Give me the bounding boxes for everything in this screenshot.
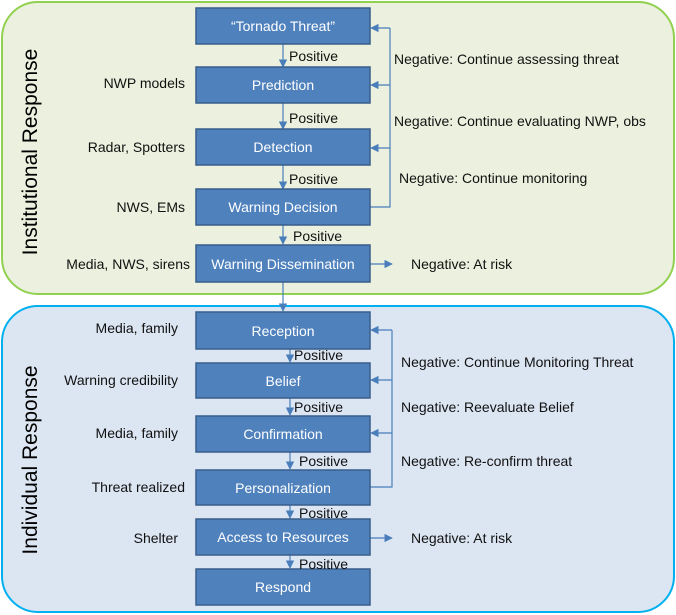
box-tornado-threat-label: “Tornado Threat” <box>231 18 335 34</box>
institutional-boxes: “Tornado Threat” Prediction Detection Wa… <box>195 7 371 283</box>
input-label: NWP models <box>104 75 185 91</box>
box-access-to-resources-label: Access to Resources <box>217 529 349 545</box>
negative-label: Negative: At risk <box>411 256 513 272</box>
input-labels: NWP models Radar, Spotters NWS, EMs Medi… <box>64 75 190 546</box>
input-label: Radar, Spotters <box>88 139 185 155</box>
negative-label: Negative: At risk <box>411 530 513 546</box>
positive-label: Positive <box>294 347 343 363</box>
institutional-title: Institutional Response <box>19 49 42 256</box>
box-access-to-resources <box>195 518 371 556</box>
negative-label: Negative: Reevaluate Belief <box>401 399 574 415</box>
individual-title: Individual Response <box>19 365 42 554</box>
box-detection <box>195 128 371 166</box>
box-belief <box>195 362 371 399</box>
box-tornado-threat <box>195 7 371 45</box>
positive-label: Positive <box>289 48 338 64</box>
box-warning-decision-label: Warning Decision <box>228 199 337 215</box>
box-personalization <box>195 469 371 506</box>
box-warning-decision <box>195 188 371 226</box>
input-label: Warning credibility <box>64 372 178 388</box>
positive-label: Positive <box>299 556 348 572</box>
input-label: Media, family <box>96 320 178 336</box>
individual-boxes: Reception Belief Confirmation Personaliz… <box>195 311 371 606</box>
box-confirmation <box>195 415 371 453</box>
input-label: Threat realized <box>92 479 185 495</box>
positive-labels: Positive Positive Positive Positive Posi… <box>289 48 348 572</box>
individual-panel <box>1 305 675 613</box>
negative-label: Negative: Continue Monitoring Threat <box>401 354 634 370</box>
positive-label: Positive <box>299 505 348 521</box>
box-prediction-label: Prediction <box>252 77 314 93</box>
box-warning-dissemination <box>195 244 371 283</box>
box-belief-label: Belief <box>265 373 300 389</box>
positive-label: Positive <box>289 171 338 187</box>
positive-label: Positive <box>293 228 342 244</box>
input-label: Media, family <box>96 425 178 441</box>
negative-label: Negative: Continue monitoring <box>399 170 587 186</box>
box-detection-label: Detection <box>253 139 312 155</box>
box-reception <box>195 311 371 350</box>
feedback-bracket <box>370 330 393 488</box>
positive-label: Positive <box>299 453 348 469</box>
box-prediction <box>195 66 371 104</box>
positive-label: Positive <box>289 110 338 126</box>
negative-label: Negative: Re-confirm threat <box>401 453 572 469</box>
input-label: Media, NWS, sirens <box>66 256 190 272</box>
box-respond <box>195 568 371 606</box>
input-label: NWS, EMs <box>117 199 185 215</box>
feedback-bracket <box>370 28 391 208</box>
negative-label: Negative: Continue evaluating NWP, obs <box>394 113 646 129</box>
box-respond-label: Respond <box>255 579 311 595</box>
box-confirmation-label: Confirmation <box>243 426 322 442</box>
box-warning-dissemination-label: Warning Dissemination <box>211 256 354 272</box>
input-label: Shelter <box>134 530 179 546</box>
negative-label: Negative: Continue assessing threat <box>394 51 619 67</box>
box-reception-label: Reception <box>251 323 314 339</box>
box-personalization-label: Personalization <box>235 480 331 496</box>
positive-label: Positive <box>294 399 343 415</box>
negative-labels: Negative: Continue assessing threat Nega… <box>394 51 646 546</box>
